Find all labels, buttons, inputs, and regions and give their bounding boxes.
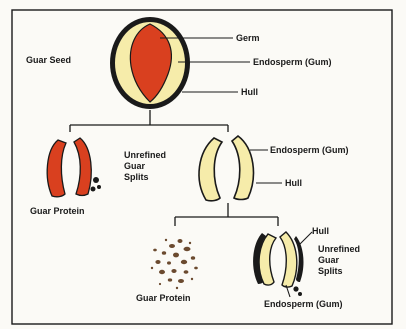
protein-particle: [189, 242, 191, 244]
protein-particle: [178, 239, 183, 243]
protein-particle: [165, 239, 167, 241]
endosperm-label-middle: Endosperm (Gum): [270, 145, 349, 156]
endosperm-half-right: [232, 136, 253, 200]
unrefined-splits-label-middle: Unrefined Guar Splits: [124, 150, 166, 183]
protein-particle: [178, 279, 184, 283]
protein-particle: [181, 260, 187, 264]
splits-label-line: Guar: [318, 255, 360, 266]
germ-fragment: [97, 185, 101, 189]
protein-particle: [171, 269, 176, 273]
middle-endosperm-halves: [199, 136, 253, 201]
protein-particle: [153, 249, 157, 252]
bottom-hull-leader-line: [300, 232, 312, 244]
splits-label-line: Unrefined: [318, 244, 360, 255]
endosperm-label-bottom: Endosperm (Gum): [264, 299, 343, 310]
germ-half-right: [74, 138, 91, 196]
guar-seed-title: Guar Seed: [26, 55, 71, 66]
hull-label: Hull: [241, 87, 258, 98]
protein-particle-cluster: [151, 239, 198, 289]
splits-label-line: Splits: [124, 172, 166, 183]
protein-particle: [159, 270, 165, 274]
protein-particle: [168, 278, 172, 281]
hull-fragment: [293, 286, 298, 291]
hull-label-middle: Hull: [285, 178, 302, 189]
unrefined-splits-label-bottom: Unrefined Guar Splits: [318, 244, 360, 277]
germ-fragment: [93, 177, 99, 183]
protein-particle: [184, 270, 189, 274]
protein-particle: [191, 278, 193, 280]
splits-label-line: Unrefined: [124, 150, 166, 161]
hull-label-bottom: Hull: [312, 226, 329, 237]
germ-fragment: [91, 187, 96, 192]
hull-fragment: [298, 292, 302, 296]
germ-half-left: [47, 140, 66, 197]
protein-particle: [191, 256, 195, 260]
bottom-endosperm-halves: [253, 232, 303, 296]
protein-particle: [173, 253, 179, 258]
endosperm-label: Endosperm (Gum): [253, 57, 332, 68]
guar-protein-label-bottom: Guar Protein: [136, 293, 191, 304]
protein-particle: [176, 287, 178, 289]
bottom-endosperm-right: [280, 232, 297, 287]
protein-particle: [167, 261, 171, 264]
protein-particle: [159, 283, 161, 285]
protein-particle: [194, 267, 198, 270]
protein-particle: [169, 244, 175, 248]
protein-particle: [162, 251, 166, 255]
splits-label-line: Guar: [124, 161, 166, 172]
endosperm-half-left: [199, 138, 222, 201]
protein-particle: [151, 267, 153, 269]
middle-germ-halves: [47, 138, 101, 197]
guar-protein-label-middle: Guar Protein: [30, 206, 85, 217]
splits-label-line: Splits: [318, 266, 360, 277]
guar-seed: [110, 17, 190, 109]
protein-particle: [184, 247, 191, 251]
germ-label: Germ: [236, 33, 260, 44]
protein-particle: [155, 260, 160, 264]
